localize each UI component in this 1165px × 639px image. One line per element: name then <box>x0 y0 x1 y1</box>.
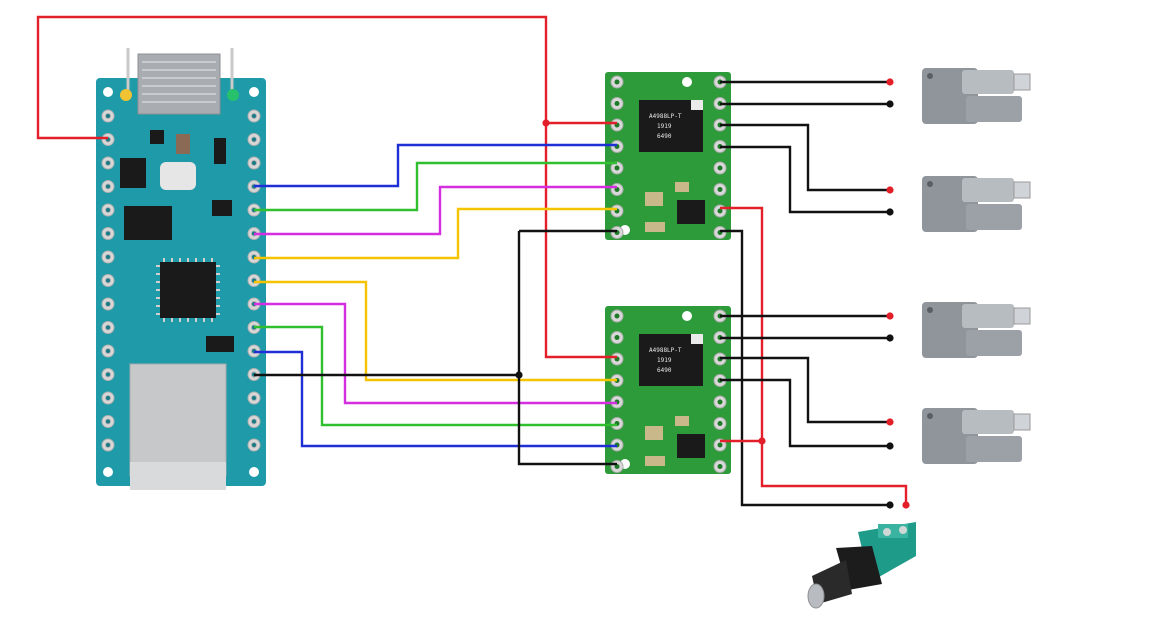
header-pin-hole <box>105 395 111 401</box>
actuator-rod <box>1013 181 1031 199</box>
header-pin-hole <box>105 207 111 213</box>
chip-text: 6490 <box>657 367 672 374</box>
header-pin-hole <box>614 313 620 319</box>
header-pin-hole <box>251 113 257 119</box>
wire-red-path <box>544 123 617 359</box>
wire-magenta-path <box>254 185 617 236</box>
dc-barrel-jack-icon <box>807 522 916 609</box>
header-pin-hole <box>717 165 723 171</box>
linear-actuator-icon <box>922 68 1031 124</box>
header-pin-hole <box>614 165 620 171</box>
chip-text: 1919 <box>657 123 672 130</box>
wire-black-path <box>720 356 890 424</box>
wire-black-path <box>720 229 890 507</box>
header-pin-hole <box>251 418 257 425</box>
actuator-rod <box>1013 73 1031 91</box>
wire-magenta-path <box>254 302 617 405</box>
actuator-tube <box>962 410 1014 434</box>
junction-dot <box>542 119 550 127</box>
header-pin-hole <box>105 160 111 166</box>
header-pin-hole <box>717 442 723 448</box>
wire-black-path <box>517 229 617 466</box>
header-pin-hole <box>251 442 257 448</box>
header-pin-hole <box>251 395 257 401</box>
header-pin-hole <box>105 348 111 354</box>
header-pin-hole <box>614 101 620 106</box>
wire-green-path <box>254 161 617 212</box>
chip-text: 6490 <box>657 133 672 140</box>
actuator-tube <box>962 304 1014 328</box>
stepper-driver-board-icon: A4988LP-T 1919 6490 <box>605 72 731 240</box>
header-pin-hole <box>717 399 723 405</box>
stepper-driver-board-icon: A4988LP-T 1919 6490 <box>605 306 731 474</box>
junction-dot <box>886 418 894 426</box>
junction-dot <box>886 100 894 108</box>
linear-actuator-icon <box>922 176 1031 232</box>
linear-actuator-icon <box>922 302 1031 358</box>
actuator-motor <box>966 96 1022 122</box>
actuator-screw <box>927 181 933 187</box>
header-pin-hole <box>105 371 111 378</box>
linear-actuator-icon <box>922 408 1031 464</box>
wire-red-path <box>720 206 908 505</box>
junction-dot <box>886 312 894 320</box>
wire-black-path <box>720 145 890 214</box>
header-pin-hole <box>105 301 111 307</box>
driver-pin-headers <box>610 75 727 473</box>
junction-dot <box>902 501 910 509</box>
header-pin-hole <box>614 464 620 469</box>
header-pin-hole <box>105 442 111 448</box>
actuator-motor <box>966 330 1022 356</box>
header-pin-hole <box>614 79 620 85</box>
junction-dot <box>886 334 894 342</box>
header-pin-hole <box>105 230 111 237</box>
chip-text: 1919 <box>657 357 672 364</box>
junction-dot <box>886 442 894 450</box>
header-pin-hole <box>105 277 111 284</box>
header-pin-hole <box>105 324 111 331</box>
wire-group <box>36 15 908 507</box>
actuator-rod <box>1013 307 1031 325</box>
actuator-tube <box>962 70 1014 94</box>
junction-dot <box>758 437 766 445</box>
header-pin-hole <box>717 464 723 469</box>
junction-dot <box>515 371 523 379</box>
junction-dot <box>886 186 894 194</box>
chip-text: A4988LP-T <box>649 347 682 354</box>
wire-black-path <box>720 123 890 192</box>
arduino-nano-board-icon <box>96 48 266 490</box>
junction-group <box>515 78 910 509</box>
junction-dot <box>886 501 894 509</box>
actuator-tube <box>962 178 1014 202</box>
wire-blue-path <box>254 350 617 448</box>
actuator-motor <box>966 204 1022 230</box>
header-pin-hole <box>717 208 723 214</box>
actuator-motor <box>966 436 1022 462</box>
actuator-screw <box>927 73 933 79</box>
actuator-screw <box>927 413 933 419</box>
header-pin-hole <box>614 187 620 192</box>
header-pin-hole <box>105 254 111 260</box>
wire-black-path <box>720 378 890 448</box>
wire-red-path <box>36 15 617 140</box>
actuator-group <box>922 68 1031 464</box>
wire-yellow-path <box>254 280 617 382</box>
header-pin-hole <box>614 335 620 340</box>
wire-blue-path <box>254 143 617 188</box>
actuator-screw <box>927 307 933 313</box>
header-pin-hole <box>251 160 257 166</box>
header-pin-hole <box>105 183 111 190</box>
header-pin-hole <box>105 418 111 425</box>
wire-yellow-path <box>254 207 617 260</box>
junction-dot <box>886 208 894 216</box>
junction-dot <box>886 78 894 86</box>
header-pin-hole <box>717 187 723 192</box>
actuator-rod <box>1013 413 1031 431</box>
header-pin-hole <box>105 113 111 119</box>
header-pin-hole <box>717 421 723 426</box>
header-pin-hole <box>251 136 257 143</box>
chip-text: A4988LP-T <box>649 113 682 120</box>
